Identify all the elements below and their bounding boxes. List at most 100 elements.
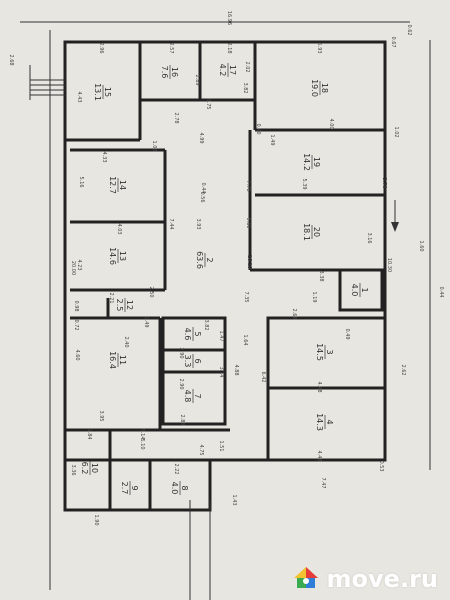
dimension-label: 2.90 (178, 347, 184, 358)
dimension-label: 1.47 (218, 330, 224, 341)
room-area: 14.2 (302, 153, 311, 171)
room-area: 3.3 (183, 355, 192, 368)
dimension-label: 3.16 (366, 232, 372, 243)
dimension-label: 2.18 (226, 42, 232, 53)
dimension-label: 4.23 (76, 259, 82, 270)
room-7-walls (161, 370, 227, 426)
dimension-label: 1.49 (143, 316, 149, 327)
room-number: 4 (325, 419, 334, 424)
dimension-label: 4.48 (316, 381, 322, 392)
dimension-label: 10.30 (386, 258, 392, 272)
room-number: 6 (193, 358, 202, 363)
room-number: 2 (205, 257, 214, 262)
room-number: 5 (193, 331, 202, 336)
room-10-walls (63, 428, 112, 512)
room-2: 263.6 (195, 251, 214, 269)
room-area: 14.3 (315, 413, 324, 431)
dimension-label: 0.40 (255, 123, 261, 134)
watermark-text: move.ru (326, 565, 438, 593)
dimension-label: 3.36 (70, 464, 76, 475)
dimension-label: 4.60 (74, 349, 80, 360)
room-number: 19 (312, 157, 321, 167)
dimension-label: 2.89 (194, 74, 200, 85)
room-area: 4.8 (183, 390, 192, 403)
room-area: 13.1 (93, 83, 102, 101)
room-number: 15 (103, 87, 112, 97)
dimension-label: 3.93 (195, 218, 201, 229)
room-area: 6.2 (80, 462, 89, 475)
dimension-label: 4.43 (76, 91, 82, 102)
dimension-label: 5.14 (139, 428, 145, 439)
dimension-label: 4.88 (233, 364, 239, 375)
dimension-label: 0.75 (205, 98, 211, 109)
dimension-label: 1.64 (242, 334, 248, 345)
dimension-label: 2.69 (291, 308, 297, 319)
room-number: 12 (125, 300, 134, 310)
room-number: 11 (118, 355, 127, 365)
dimension-label: 2.68 (8, 54, 14, 65)
room-area: 2.5 (115, 299, 124, 312)
dimension-label: 2.40 (123, 336, 129, 347)
dimension-label: 0.72 (73, 319, 79, 330)
dimension-label: 5.39 (301, 178, 307, 189)
dimension-label: 3.82 (242, 82, 248, 93)
dimension-label: 1.19 (311, 291, 317, 302)
dimension-label: 3.38 (318, 270, 324, 281)
dimension-label: 5.10 (139, 438, 145, 449)
dimension-label: 7.35 (243, 291, 249, 302)
dimension-label: 2.90 (178, 378, 184, 389)
room-number: 3 (325, 349, 334, 354)
dimension-label: 2.02 (244, 61, 250, 72)
dimension-label: 4.48 (316, 450, 322, 461)
dimension-label: 20.00 (70, 261, 76, 275)
dimension-label: 16.96 (226, 11, 232, 25)
room-number: 16 (170, 67, 179, 77)
dimension-label: 0.44 (200, 182, 206, 193)
dimension-label: 2.89 (179, 414, 185, 425)
room-area: 2.7 (120, 482, 129, 495)
dimension-label: 1.49 (269, 134, 275, 145)
dimension-label: 0.62 (406, 24, 412, 35)
dimension-label: 1.43 (231, 494, 237, 505)
dimension-label: 1.84 (86, 428, 92, 439)
dimension-label: 0.49 (344, 328, 350, 339)
room-area: 63.6 (195, 251, 204, 269)
dimension-label: 3.95 (98, 410, 104, 421)
room-number: 20 (312, 227, 321, 237)
dimension-label: 4.03 (116, 223, 122, 234)
room-1: 14.0 (350, 283, 369, 297)
dimension-label: 3.14 (218, 366, 224, 377)
room-number: 9 (130, 485, 139, 490)
entrance-arrow-icon (391, 222, 399, 232)
room-number: 13 (118, 251, 127, 261)
room-12: 122.5 (115, 298, 134, 312)
dimension-label: 9.80 (245, 217, 251, 228)
dimension-label: 2.22 (173, 463, 179, 474)
dimension-label: 2.57 (168, 42, 174, 53)
outer-wall (63, 40, 387, 462)
dimension-label: 4.99 (198, 132, 204, 143)
dimension-label: 3.78 (381, 177, 387, 188)
room-8-walls (148, 458, 212, 512)
room-4-walls (266, 386, 387, 462)
room-area: 14.6 (108, 247, 117, 265)
room-area: 4.2 (218, 64, 227, 77)
dimension-label: 0.44 (438, 286, 444, 297)
room-area: 16.4 (108, 351, 117, 369)
dimension-label: 1.08 (151, 140, 157, 151)
room-9: 92.7 (120, 481, 139, 495)
dimension-label: 1.51 (218, 440, 224, 451)
dimension-label: 2.62 (400, 364, 406, 375)
room-area: 4.0 (170, 482, 179, 495)
room-area: 18.1 (302, 223, 311, 241)
dimension-label: 16.19 (246, 255, 252, 269)
